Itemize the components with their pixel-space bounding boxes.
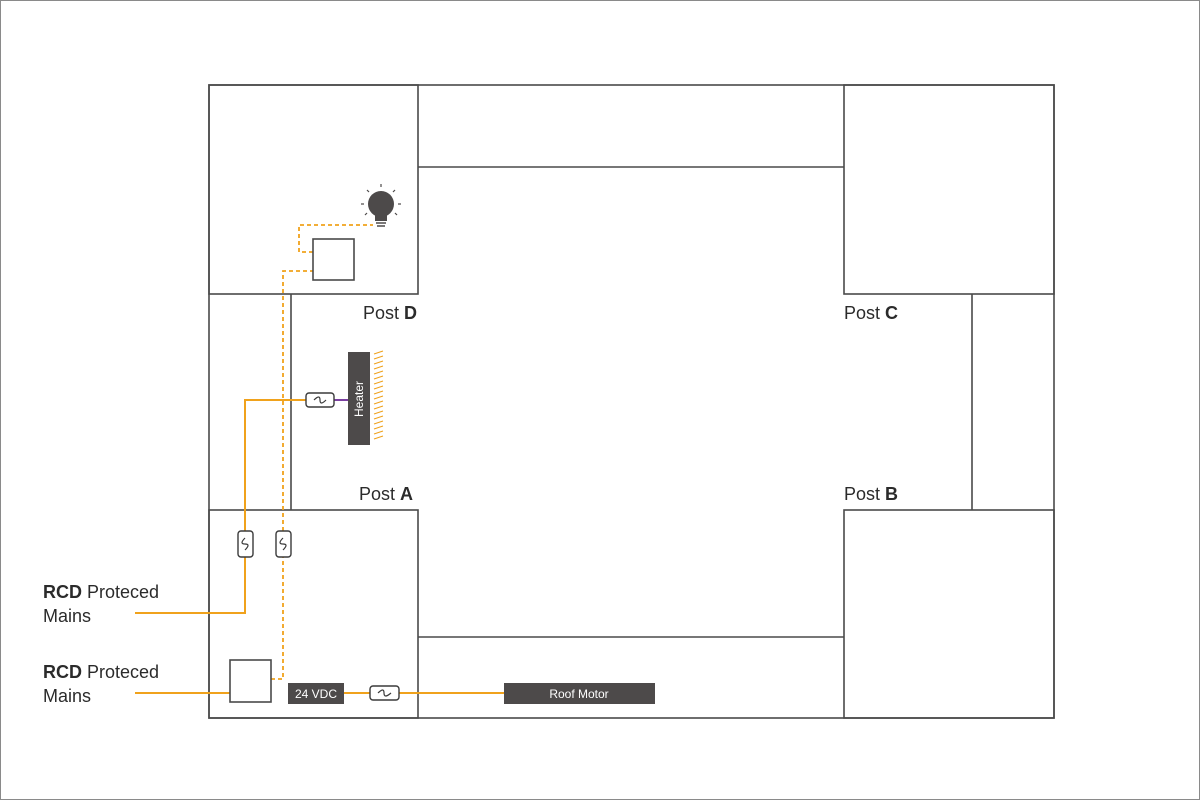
- post-b-label: Post B: [844, 484, 898, 504]
- heater-feed-wire: [244, 399, 306, 531]
- light-control-wire: [271, 557, 284, 680]
- fuse-icon: [237, 530, 254, 558]
- controller-box: [229, 659, 272, 703]
- roof-motor-box: [504, 683, 655, 704]
- heater-box: [348, 352, 370, 445]
- mains-label-2: RCD Proteced: [43, 662, 159, 682]
- light-controller-box: [312, 238, 355, 281]
- post-d-label: Post D: [363, 303, 417, 323]
- structure: [208, 84, 1055, 719]
- heater-radiation: [373, 350, 384, 440]
- fuse-icon: [369, 685, 400, 701]
- light-control-wire-2: [282, 270, 313, 531]
- post-a-label: Post A: [359, 484, 413, 504]
- outer-frame: [208, 84, 1055, 719]
- mains-label-1: RCD Proteced: [43, 582, 159, 602]
- fuse-icon: [305, 392, 335, 408]
- light-bulb-icon: [361, 184, 401, 227]
- heater-label: Heater: [352, 381, 366, 417]
- post-d-block: [208, 84, 419, 295]
- mains-label-1-line2: Mains: [43, 606, 91, 626]
- power-supply-box: [288, 683, 344, 704]
- roof-motor-label: Roof Motor: [549, 687, 608, 701]
- post-b-block: [843, 509, 1055, 719]
- post-c-label: Post C: [844, 303, 898, 323]
- lighting-wiring: [271, 224, 373, 680]
- fuse-icon: [275, 530, 292, 558]
- mains-1-wire: [135, 557, 246, 614]
- light-feed-wire: [298, 224, 373, 253]
- mains-label-2-line2: Mains: [43, 686, 91, 706]
- post-c-block: [843, 84, 1055, 295]
- mains-wiring: [135, 399, 504, 694]
- power-supply-label: 24 VDC: [295, 687, 337, 701]
